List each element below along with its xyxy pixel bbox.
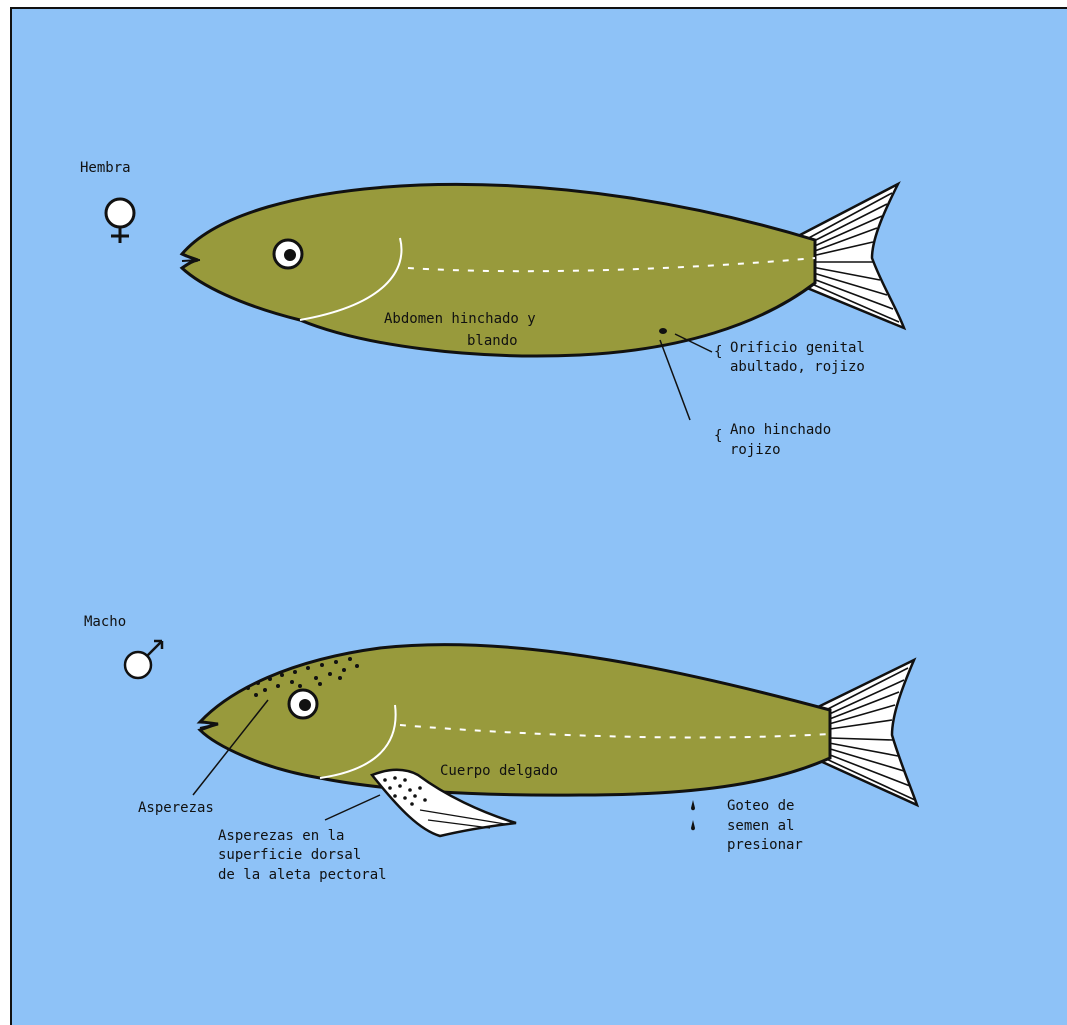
pectoral-label-line3: de la aleta pectoral xyxy=(218,867,387,883)
anus-brace: { xyxy=(714,428,722,444)
pectoral-label-line2: superficie dorsal xyxy=(218,847,361,863)
semen-label-line2: semen al xyxy=(727,818,794,834)
pectoral-label-line1: Asperezas en la xyxy=(218,828,344,844)
female-sex-label: Hembra xyxy=(80,160,131,176)
abdomen-label-line2: blando xyxy=(467,333,518,349)
female-mouth xyxy=(182,260,200,261)
roughness-label: Asperezas xyxy=(138,800,214,816)
semen-label-line3: presionar xyxy=(727,837,803,853)
male-pupil xyxy=(299,699,311,711)
male-sex-label: Macho xyxy=(84,614,126,630)
female-genital-orifice xyxy=(659,328,667,334)
genital-label-line1: Orificio genital xyxy=(730,340,865,356)
semen-label-line1: Goteo de xyxy=(727,798,794,814)
anus-label-line1: Ano hinchado xyxy=(730,422,831,438)
diagram-background xyxy=(10,8,1067,1025)
genital-label-line2: abultado, rojizo xyxy=(730,359,865,375)
genital-brace: { xyxy=(714,344,722,360)
female-pupil xyxy=(284,249,296,261)
male-body-label: Cuerpo delgado xyxy=(440,763,558,779)
abdomen-label-line1: Abdomen hinchado y xyxy=(384,311,536,327)
anus-label-line2: rojizo xyxy=(730,442,781,458)
